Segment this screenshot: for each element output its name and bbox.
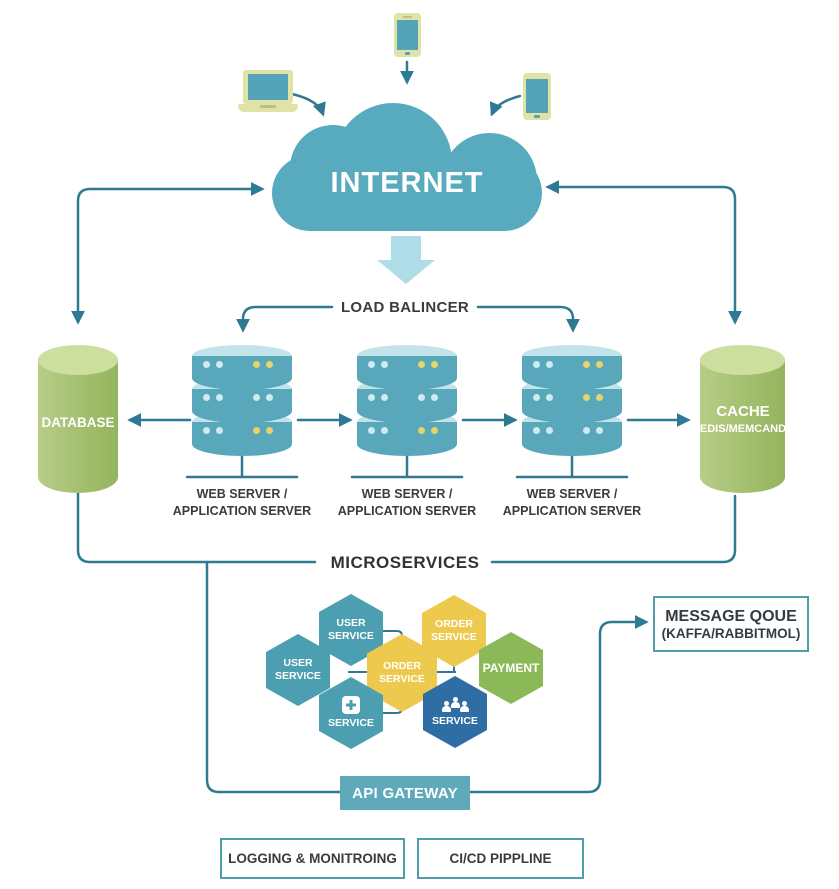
tablet-icon: [523, 73, 551, 120]
server-light-dot: [253, 394, 260, 401]
cache-label: CACHE: [716, 403, 770, 420]
server-light-dot: [431, 361, 438, 368]
wire-internet-cache: [545, 180, 742, 325]
wire-microservices-cache: [490, 494, 737, 564]
server-stand-3: [515, 450, 629, 479]
server-light-dot: [431, 394, 438, 401]
server-light-dot: [583, 361, 590, 368]
message-queue-title: MESSAGE QOUE: [665, 607, 797, 625]
wire-branch-api-gateway: [205, 560, 342, 794]
team-icon: [442, 696, 469, 712]
load-balancer-label: LOAD BALINCER: [340, 299, 470, 316]
wire-database-microservices: [76, 490, 317, 564]
server-light-dot: [596, 394, 603, 401]
server-light-dot: [216, 394, 223, 401]
server-light-dot: [253, 427, 260, 434]
database-cylinder-icon: DATABASE: [38, 345, 118, 493]
server-light-dot: [533, 394, 540, 401]
server-light-dot: [381, 361, 388, 368]
hex-label: SERVICE: [379, 673, 425, 685]
laptop-icon: [238, 70, 302, 114]
server-light-dot: [533, 361, 540, 368]
server-label: WEB SERVER / APPLICATION SERVER: [322, 486, 492, 520]
wire-internet-database: [71, 182, 265, 325]
server-light-dot: [583, 394, 590, 401]
wire-lb-left: [236, 305, 334, 333]
server-light-dot: [596, 361, 603, 368]
hex-label: SERVICE: [432, 714, 478, 727]
hex-label: SERVICE: [275, 670, 321, 682]
server-light-dot: [546, 394, 553, 401]
module-plus-icon: [342, 696, 360, 715]
hex-label: USER: [336, 617, 366, 630]
server-stack-icon: [192, 345, 292, 456]
cache-cylinder-icon: CACHE EDIS/MEMCAND: [700, 345, 786, 493]
server-label-line1: WEB SERVER /: [526, 487, 618, 501]
server-light-dot: [418, 361, 425, 368]
down-arrow-icon: [377, 236, 435, 284]
server-light-dot: [266, 361, 273, 368]
api-gateway-box: API GATEWAY: [340, 776, 470, 810]
hex-label: SERVICE: [328, 717, 374, 730]
server-stand-2: [350, 450, 464, 479]
server-label-line2: APPLICATION SERVER: [172, 503, 312, 518]
server-light-dot: [368, 427, 375, 434]
server-light-dot: [216, 361, 223, 368]
server-light-dot: [381, 427, 388, 434]
internet-label: INTERNET: [330, 167, 484, 199]
server-stack-icon: [357, 345, 457, 456]
server-light-dot: [266, 427, 273, 434]
server-light-dot: [368, 394, 375, 401]
server-light-dot: [596, 427, 603, 434]
server-label-line2: APPLICATION SERVER: [502, 503, 642, 518]
server-label-line1: WEB SERVER /: [361, 487, 453, 501]
server-light-dot: [533, 427, 540, 434]
server-light-dot: [203, 427, 210, 434]
hex-label: USER: [283, 657, 313, 670]
message-queue-box: MESSAGE QOUE (KAFFA/RABBITMOL): [653, 596, 809, 652]
server-light-dot: [418, 427, 425, 434]
server-light-dot: [381, 394, 388, 401]
wire-laptop-cloud: [290, 92, 326, 117]
server-light-dot: [583, 427, 590, 434]
hex-label: PAYMENT: [482, 660, 540, 675]
server-label-line1: WEB SERVER /: [196, 487, 288, 501]
logging-monitoring-box: LOGGING & MONITROING: [220, 838, 405, 879]
server-light-dot: [546, 361, 553, 368]
database-label: DATABASE: [41, 415, 115, 430]
server-light-dot: [368, 361, 375, 368]
wire-tablet-cloud: [489, 94, 522, 117]
internet-cloud-icon: INTERNET: [272, 103, 542, 231]
server-light-dot: [431, 427, 438, 434]
server-light-dot: [266, 394, 273, 401]
server-label: WEB SERVER / APPLICATION SERVER: [157, 486, 327, 520]
server-stand-1: [185, 450, 299, 479]
hex-label: SERVICE: [328, 630, 374, 642]
logging-monitoring-label: LOGGING & MONITROING: [228, 851, 397, 866]
cicd-pipeline-box: CI/CD PIPPLINE: [417, 838, 584, 879]
api-gateway-label: API GATEWAY: [352, 784, 458, 802]
hex-label: ORDER: [383, 660, 421, 673]
smartphone-icon: [394, 13, 421, 57]
server-light-dot: [418, 394, 425, 401]
server-label-line2: APPLICATION SERVER: [337, 503, 477, 518]
message-queue-subtitle: (KAFFA/RABBITMOL): [661, 625, 801, 641]
server-stack-icon: [522, 345, 622, 456]
hex-label: SERVICE: [431, 631, 477, 643]
wire-api-message-queue: [468, 615, 649, 794]
hex-label: ORDER: [435, 618, 473, 631]
server-light-dot: [203, 361, 210, 368]
server-light-dot: [216, 427, 223, 434]
microservices-title: MICROSERVICES: [330, 553, 480, 572]
server-light-dot: [203, 394, 210, 401]
server-label: WEB SERVER / APPLICATION SERVER: [487, 486, 657, 520]
server-light-dot: [546, 427, 553, 434]
wire-lb-right: [476, 305, 580, 333]
cicd-pipeline-label: CI/CD PIPPLINE: [449, 851, 552, 866]
server-light-dot: [253, 361, 260, 368]
cache-sublabel: EDIS/MEMCAND: [699, 423, 787, 435]
